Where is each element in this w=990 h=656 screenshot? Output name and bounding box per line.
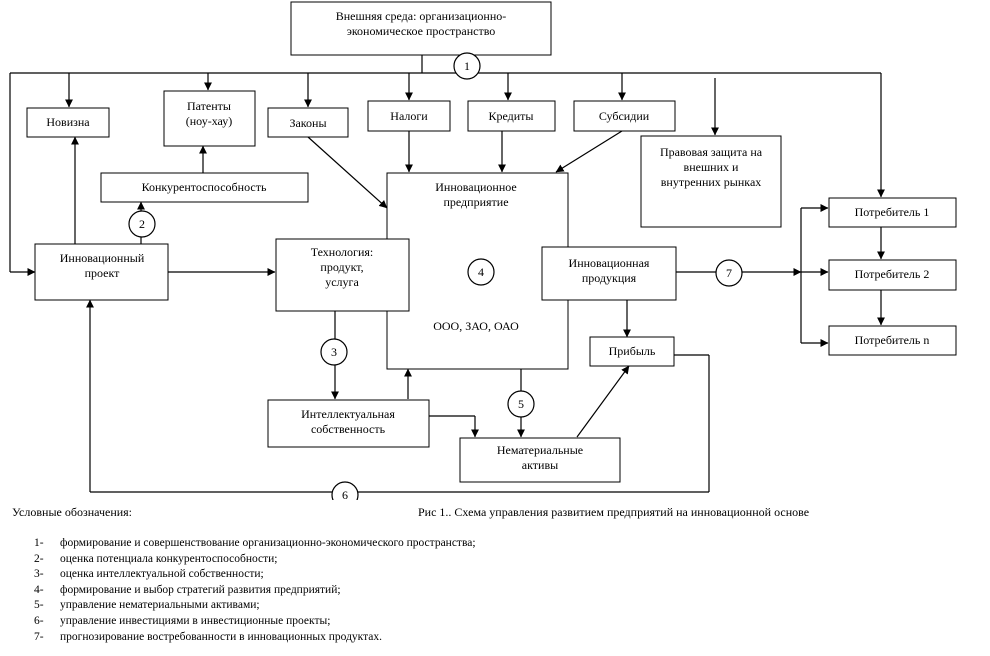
legend-item: 2-оценка потенциала конкурентоспособност… [34, 552, 278, 565]
marker-7: 7 [715, 259, 743, 287]
node-technology: Технология:продукт,услуга [275, 238, 410, 312]
node-consumer-n: Потребитель n [828, 325, 957, 356]
node-consumer-2: Потребитель 2 [828, 259, 957, 291]
marker-6: 6 [331, 481, 359, 500]
svg-text:Налоги: Налоги [390, 109, 428, 123]
svg-text:Прибыль: Прибыль [609, 344, 656, 358]
svg-text:Патенты(ноу-хау): Патенты(ноу-хау) [186, 99, 233, 128]
node-laws: Законы [267, 107, 349, 138]
node-taxes: Налоги [367, 100, 451, 132]
legend-title: Условные обозначения: [12, 505, 133, 519]
svg-text:Субсидии: Субсидии [599, 109, 650, 123]
marker-2: 2 [128, 210, 156, 238]
svg-text:2: 2 [139, 217, 145, 231]
legend-item: 4-формирование и выбор стратегий развити… [34, 583, 341, 596]
node-external-environment: Внешняя среда: организационно-экономичес… [290, 1, 552, 56]
svg-text:4: 4 [478, 265, 484, 279]
legend-list: 1-формирование и совершенствование орган… [34, 536, 476, 645]
svg-text:6: 6 [342, 488, 348, 500]
svg-text:3: 3 [331, 345, 337, 359]
legend-item: 6-управление инвестициями в инвестиционн… [34, 614, 331, 627]
svg-text:Технология:продукт,услуга: Технология:продукт,услуга [311, 245, 374, 289]
svg-text:1: 1 [464, 59, 470, 73]
marker-1: 1 [453, 52, 481, 80]
svg-text:Потребитель 2: Потребитель 2 [855, 267, 930, 281]
legend-item: 7-прогнозирование востребованности в инн… [34, 630, 383, 643]
node-competitiveness: Конкурентоспособность [100, 172, 309, 203]
node-consumer-1: Потребитель 1 [828, 197, 957, 228]
legend-item: 3-оценка интеллектуальной собственности; [34, 568, 264, 581]
innovation-management-diagram: Внешняя среда: организационно-экономичес… [9, 1, 957, 500]
node-novelty: Новизна [26, 107, 110, 138]
svg-text:7: 7 [726, 266, 732, 280]
marker-3: 3 [320, 338, 348, 366]
legend-item: 1-формирование и совершенствование орган… [34, 537, 476, 549]
svg-text:Кредиты: Кредиты [488, 109, 533, 123]
legend-item: 5-управление нематериальными активами; [34, 599, 260, 612]
marker-5: 5 [507, 390, 535, 418]
svg-text:Внешняя среда: организационно-: Внешняя среда: организационно-экономичес… [336, 9, 507, 38]
node-profit: Прибыль [589, 336, 675, 367]
svg-text:5: 5 [518, 397, 524, 411]
node-patents: Патенты(ноу-хау) [163, 90, 256, 147]
svg-text:Потребитель n: Потребитель n [855, 333, 930, 347]
node-subsidies: Субсидии [573, 100, 676, 132]
marker-4: 4 [467, 258, 495, 286]
svg-text:Законы: Законы [289, 116, 326, 130]
svg-text:Конкурентоспособность: Конкурентоспособность [142, 180, 267, 194]
figure-caption: Рис 1.. Схема управления развитием предп… [418, 505, 810, 519]
svg-text:Новизна: Новизна [46, 115, 90, 129]
node-credits: Кредиты [467, 100, 556, 132]
svg-text:Потребитель 1: Потребитель 1 [855, 205, 930, 219]
legal-forms-label: ООО, ЗАО, ОАО [433, 319, 519, 333]
